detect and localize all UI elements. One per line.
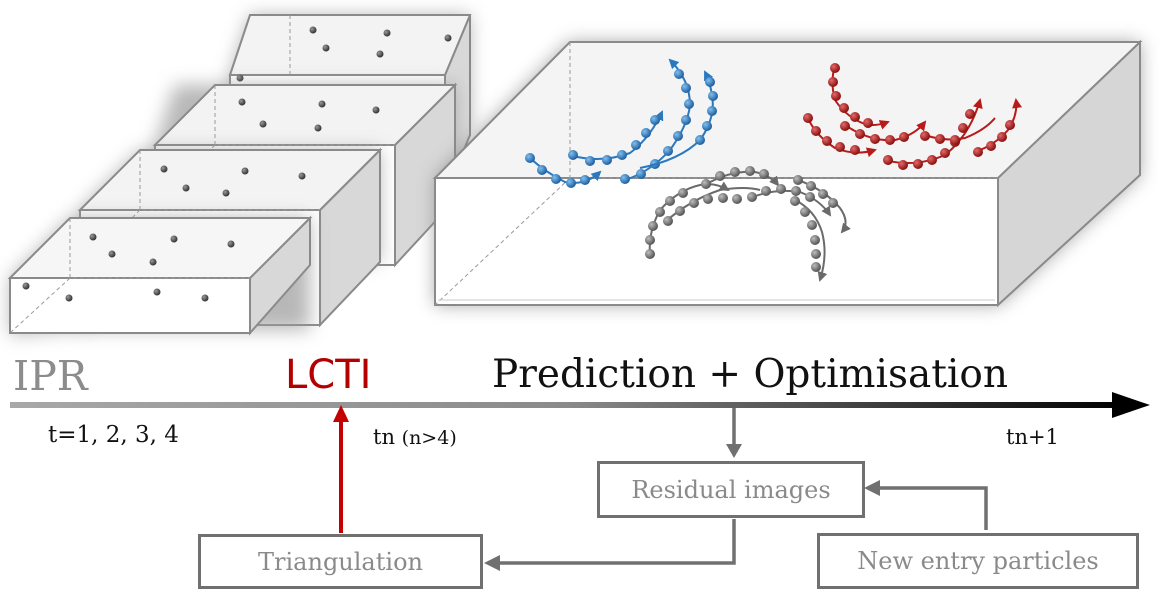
time-first-label: t=1, 2, 3, 4 — [48, 422, 179, 448]
time-n-value: tn — [373, 425, 395, 449]
large-slab — [432, 39, 1143, 308]
red-tracks — [803, 63, 1023, 170]
time-n-label: tn (n>4) — [373, 425, 457, 449]
lcti-arrow — [333, 405, 349, 533]
time-n1-label: tn+1 — [1006, 425, 1059, 449]
phase-lcti-label: LCTI — [285, 352, 372, 398]
timeline-axis — [10, 392, 1150, 418]
phase-ipr-label: IPR — [13, 352, 88, 400]
blue-tracks — [525, 58, 718, 188]
new-entry-particles-box: New entry particles — [817, 533, 1139, 589]
flow-arrows — [484, 408, 988, 571]
residual-images-box: Residual images — [597, 461, 865, 518]
slab-1 — [7, 215, 313, 336]
phase-prediction-label: Prediction + Optimisation — [492, 352, 1009, 397]
triangulation-box: Triangulation — [198, 534, 483, 589]
time-n-condition: (n>4) — [401, 427, 457, 449]
gray-tracks — [645, 166, 851, 282]
